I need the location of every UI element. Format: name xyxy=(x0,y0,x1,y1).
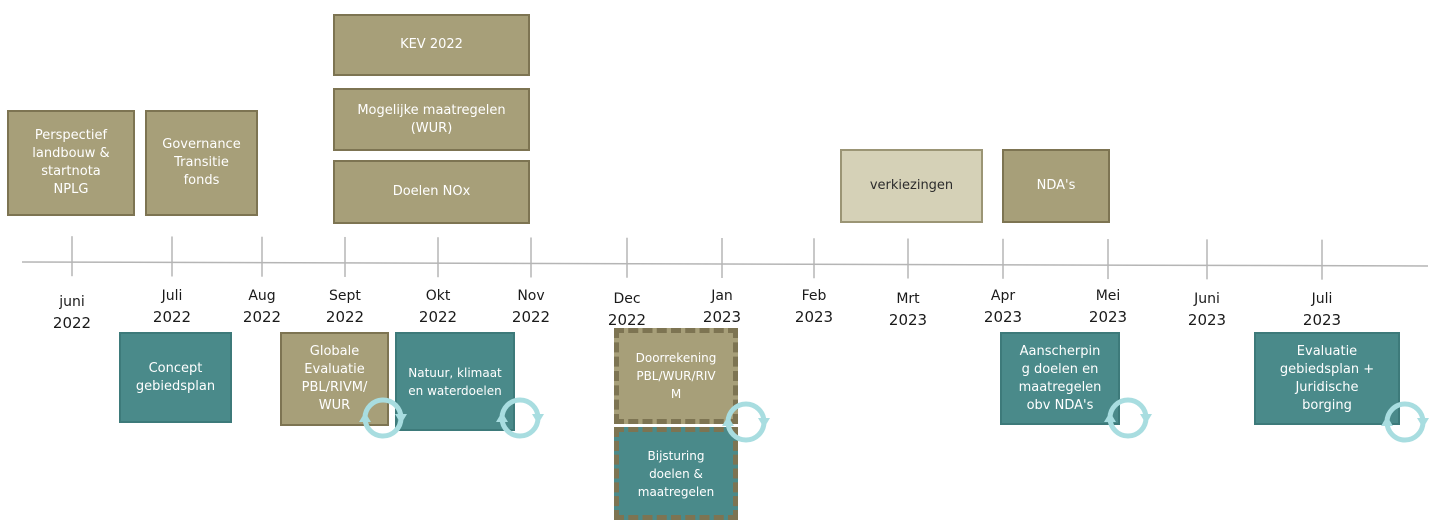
month-year: 2023 xyxy=(888,311,928,329)
month-year: 2022 xyxy=(325,308,365,326)
cycle-arrows-icon xyxy=(359,397,407,439)
month-year: 2023 xyxy=(1302,311,1342,329)
month-year: 2023 xyxy=(1187,311,1227,329)
month-year: 2022 xyxy=(607,311,647,329)
box-verkiezingen: verkiezingen xyxy=(840,149,983,223)
month-year: 2022 xyxy=(242,308,282,326)
box-kev-2022: KEV 2022 xyxy=(333,14,530,76)
cycle-arrows-icon xyxy=(1381,401,1429,443)
month-name: Mrt xyxy=(896,291,920,307)
month-year: 2022 xyxy=(52,314,92,332)
month-year: 2022 xyxy=(152,308,192,326)
month-year: 2023 xyxy=(794,308,834,326)
box-mogelijke-maatregelen: Mogelijke maatregelen (WUR) xyxy=(333,88,530,151)
month-name: Apr xyxy=(990,288,1016,304)
month-label: Mrt 2023 xyxy=(868,289,948,331)
month-label: Apr 2023 xyxy=(963,286,1043,328)
month-label: Mei 2023 xyxy=(1068,286,1148,328)
month-name: Jan xyxy=(711,288,733,304)
month-year: 2023 xyxy=(702,308,742,326)
box-governance-transitiefonds: Governance Transitie fonds xyxy=(145,110,258,216)
month-name: Juli xyxy=(1311,291,1333,307)
box-aanscherping-doelen: Aanscherpin g doelen en maatregelen obv … xyxy=(1000,332,1120,425)
month-name: Dec xyxy=(613,291,641,307)
month-label: Dec 2022 xyxy=(587,289,667,331)
month-name: juni xyxy=(59,294,85,310)
month-label: Juli 2023 xyxy=(1282,289,1362,331)
month-label: Sept 2022 xyxy=(305,286,385,328)
axis-ticks xyxy=(71,236,1323,280)
month-name: Feb xyxy=(801,288,827,304)
box-ndas: NDA's xyxy=(1002,149,1110,223)
month-label: Jan 2023 xyxy=(682,286,762,328)
box-bijsturing: Bijsturing doelen & maatregelen xyxy=(614,427,738,520)
box-doelen-nox: Doelen NOx xyxy=(333,160,530,224)
box-evaluatie-gebiedsplan: Evaluatie gebiedsplan + Juridische borgi… xyxy=(1254,332,1400,425)
month-label: Juni 2023 xyxy=(1167,289,1247,331)
month-year: 2023 xyxy=(1088,308,1128,326)
month-name: Okt xyxy=(425,288,451,304)
box-natuur-klimaat-waterdoelen: Natuur, klimaat en waterdoelen xyxy=(395,332,515,431)
month-name: Juli xyxy=(161,288,183,304)
month-year: 2022 xyxy=(418,308,458,326)
month-label: Okt 2022 xyxy=(398,286,478,328)
month-year: 2023 xyxy=(983,308,1023,326)
month-name: Juni xyxy=(1194,291,1220,307)
cycle-arrows-icon xyxy=(1104,397,1152,439)
month-name: Mei xyxy=(1095,288,1121,304)
month-name: Aug xyxy=(248,288,276,304)
cycle-arrows-icon xyxy=(496,397,544,439)
cycle-arrows-icon xyxy=(722,401,770,443)
month-label: juni 2022 xyxy=(32,292,112,334)
month-name: Sept xyxy=(329,288,361,304)
month-label: Nov 2022 xyxy=(491,286,571,328)
month-label: Juli 2022 xyxy=(132,286,212,328)
box-doorrekening: Doorrekening PBL/WUR/RIV M xyxy=(614,328,738,424)
month-year: 2022 xyxy=(511,308,551,326)
month-label: Aug 2022 xyxy=(222,286,302,328)
box-perspectief-landbouw: Perspectief landbouw & startnota NPLG xyxy=(7,110,135,216)
box-globale-evaluatie: Globale Evaluatie PBL/RIVM/ WUR xyxy=(280,332,389,426)
month-name: Nov xyxy=(517,288,545,304)
box-concept-gebiedsplan: Concept gebiedsplan xyxy=(119,332,232,423)
month-label: Feb 2023 xyxy=(774,286,854,328)
axis-line xyxy=(21,261,1429,267)
